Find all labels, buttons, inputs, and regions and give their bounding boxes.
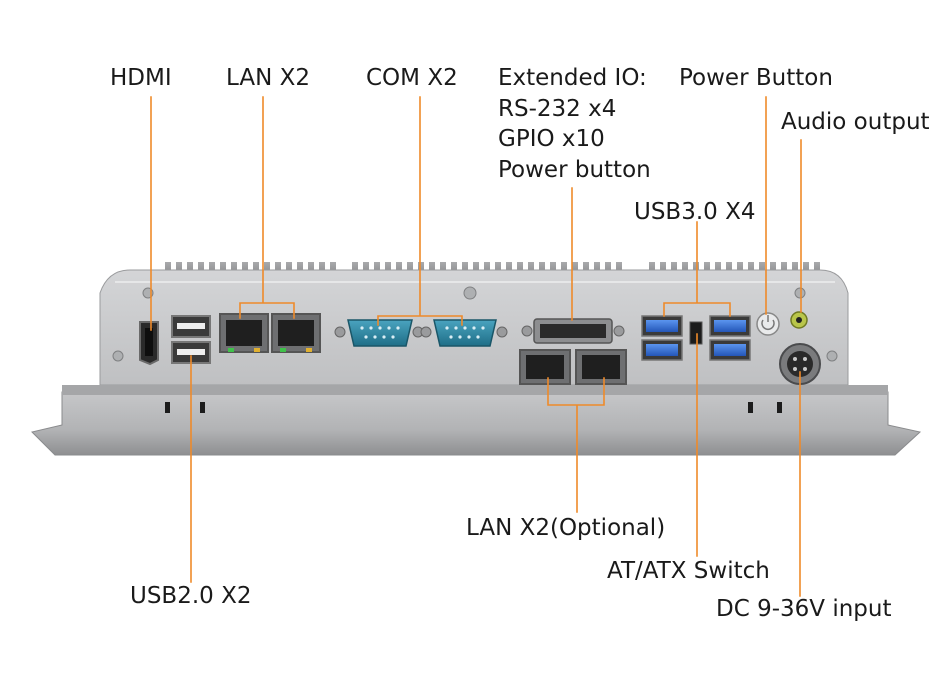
heatsink-fin <box>814 262 820 274</box>
heatsink-fin <box>407 262 413 274</box>
heatsink-fin <box>781 262 787 274</box>
lan-ports <box>219 313 321 353</box>
label-hdmi: HDMI <box>110 65 172 91</box>
heatsink-fin <box>176 262 182 274</box>
heatsink-fin <box>550 262 556 274</box>
heatsink-fin <box>583 262 589 274</box>
heatsink-fin <box>440 262 446 274</box>
heatsink-fin <box>737 262 743 274</box>
heatsink-fin <box>616 262 622 274</box>
heatsink-fin <box>165 262 171 274</box>
heatsink-fin <box>649 262 655 274</box>
leader-com <box>377 96 463 326</box>
label-usb3-x4: USB3.0 X4 <box>634 199 756 225</box>
heatsink-fin <box>275 262 281 274</box>
label-extended-io-line-3: GPIO x10 <box>498 126 605 152</box>
leader-lan <box>239 96 295 319</box>
heatsink-fin <box>704 262 710 274</box>
heatsink-fin <box>748 262 754 274</box>
heatsink-fin <box>429 262 435 274</box>
heatsink-fin <box>297 262 303 274</box>
audio-jack <box>790 311 808 329</box>
heatsink-fin <box>572 262 578 274</box>
label-com-x2: COM X2 <box>366 65 458 91</box>
heatsink-fin <box>209 262 215 274</box>
heatsink-fin <box>671 262 677 274</box>
label-extended-io-line-1: Extended IO: <box>498 65 647 91</box>
heatsink-fin <box>396 262 402 274</box>
label-usb2-x2: USB2.0 X2 <box>130 583 252 609</box>
heatsink-fin <box>484 262 490 274</box>
usb2-ports <box>171 315 211 364</box>
heatsink-fin <box>561 262 567 274</box>
extended-io-connector <box>521 318 625 344</box>
heatsink-fin <box>242 262 248 274</box>
heatsink-fin <box>220 262 226 274</box>
label-lan-x2-optional: LAN X2(Optional) <box>466 515 666 541</box>
usb3-ports <box>641 315 751 361</box>
heatsink-fin <box>605 262 611 274</box>
heatsink-fin <box>385 262 391 274</box>
heatsink-fin <box>715 262 721 274</box>
heatsink-fin <box>352 262 358 274</box>
leader-lan-optional <box>547 377 605 513</box>
heatsink-fin <box>286 262 292 274</box>
heatsink-fin <box>231 262 237 274</box>
label-power-button: Power Button <box>679 65 833 91</box>
label-extended-io-line-2: RS-232 x4 <box>498 95 617 122</box>
label-lan-x2: LAN X2 <box>226 65 310 91</box>
com-ports <box>334 319 508 347</box>
heatsink-fins <box>165 262 820 274</box>
heatsink-fin <box>308 262 314 274</box>
heatsink-fin <box>506 262 512 274</box>
heatsink-fin <box>495 262 501 274</box>
heatsink-fin <box>693 262 699 274</box>
heatsink-fin <box>682 262 688 274</box>
heatsink-fin <box>594 262 600 274</box>
heatsink-fin <box>473 262 479 274</box>
heatsink-fin <box>792 262 798 274</box>
leader-lines <box>150 96 802 597</box>
heatsink-fin <box>374 262 380 274</box>
label-at-atx-switch: AT/ATX Switch <box>607 558 770 584</box>
heatsink-fin <box>660 262 666 274</box>
front-bezel <box>31 391 922 456</box>
label-dc-input: DC 9-36V input <box>716 596 892 622</box>
heatsink-fin <box>770 262 776 274</box>
heatsink-fin <box>363 262 369 274</box>
heatsink-fin <box>264 262 270 274</box>
heatsink-fin <box>198 262 204 274</box>
label-extended-io-line-4: Power button <box>498 156 651 183</box>
heatsink-fin <box>517 262 523 274</box>
power-button <box>756 312 780 336</box>
heatsink-fin <box>187 262 193 274</box>
lan-optional-ports <box>519 349 627 385</box>
heatsink-fin <box>726 262 732 274</box>
heatsink-fin <box>759 262 765 274</box>
heatsink-fin <box>319 262 325 274</box>
heatsink-fin <box>528 262 534 274</box>
heatsink-fin <box>803 262 809 274</box>
label-audio-output: Audio output <box>781 109 930 135</box>
leader-usb3 <box>663 221 731 317</box>
heatsink-fin <box>539 262 545 274</box>
label-extended-io: Extended IO: RS-232 x4 GPIO x10 Power bu… <box>498 63 651 185</box>
heatsink-fin <box>451 262 457 274</box>
heatsink-fin <box>418 262 424 274</box>
heatsink-fin <box>462 262 468 274</box>
at-atx-switch <box>689 321 703 345</box>
heatsink-fin <box>253 262 259 274</box>
bezel-clip-slots <box>165 402 782 413</box>
dc-input-connector <box>779 343 821 385</box>
hdmi-port <box>139 321 159 366</box>
heatsink-fin <box>330 262 336 274</box>
